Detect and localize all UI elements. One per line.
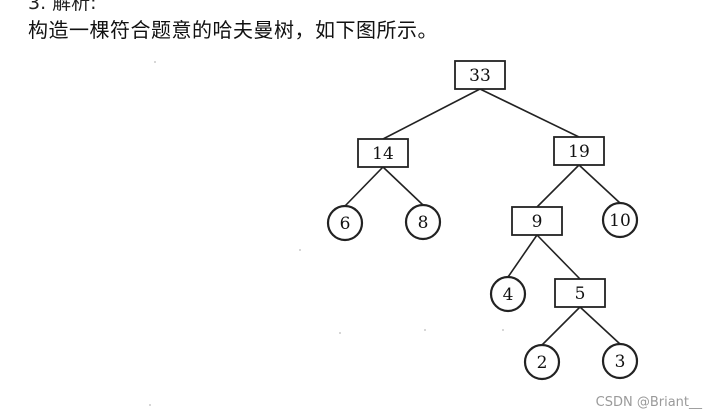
- leaf-node-circle: [601, 201, 639, 239]
- edge-n33-n19: [479, 88, 580, 138]
- node-value: 3: [615, 352, 626, 372]
- node-value: 33: [469, 66, 491, 86]
- csdn-watermark: CSDN @Briant__: [595, 395, 702, 410]
- tree-node-6: 6: [326, 204, 364, 242]
- edge-n5-n3: [579, 306, 621, 345]
- leaf-node-circle: [326, 204, 364, 242]
- tree-node-3: 3: [601, 342, 639, 380]
- internal-node-box: [554, 278, 606, 308]
- leaf-node-circle: [404, 203, 442, 241]
- edge-n14-n6: [344, 166, 384, 207]
- edge-n19-n9: [536, 164, 580, 208]
- leaf-node-circle: [523, 343, 561, 381]
- node-value: 14: [372, 144, 394, 164]
- edge-n14-n8: [382, 166, 424, 206]
- scan-specks: [149, 61, 504, 406]
- node-value: 2: [537, 353, 548, 373]
- tree-node-2: 2: [523, 343, 561, 381]
- edge-n33-n14: [382, 88, 481, 140]
- node-value: 6: [340, 214, 351, 234]
- internal-node-box: [357, 138, 409, 168]
- tree-node-33: 33: [454, 60, 506, 90]
- tree-node-8: 8: [404, 203, 442, 241]
- node-value: 9: [532, 212, 543, 232]
- internal-node-box: [454, 60, 506, 90]
- internal-node-box: [553, 136, 605, 166]
- tree-edges: [344, 88, 621, 346]
- tree-node-10: 10: [601, 201, 639, 239]
- edge-n9-n5: [536, 234, 581, 280]
- tree-node-4: 4: [489, 275, 527, 313]
- edge-n9-n4: [507, 234, 538, 278]
- node-value: 8: [418, 213, 429, 233]
- tree-node-19: 19: [553, 136, 605, 166]
- node-value: 5: [575, 284, 586, 304]
- node-value: 4: [503, 285, 514, 305]
- node-value: 19: [568, 142, 590, 162]
- leaf-node-circle: [601, 342, 639, 380]
- tree-node-9: 9: [511, 206, 563, 236]
- edge-n5-n2: [541, 306, 581, 346]
- node-value: 10: [609, 211, 631, 231]
- section-heading-cut: 3. 解析:: [28, 0, 97, 14]
- internal-node-box: [511, 206, 563, 236]
- tree-nodes: 33 14 19 6 8 9 10 4 5 2 3: [326, 60, 639, 381]
- tree-node-5: 5: [554, 278, 606, 308]
- edge-n19-n10: [578, 164, 621, 204]
- tree-node-14: 14: [357, 138, 409, 168]
- intro-text: 构造一棵符合题意的哈夫曼树，如下图所示。: [28, 18, 438, 42]
- leaf-node-circle: [489, 275, 527, 313]
